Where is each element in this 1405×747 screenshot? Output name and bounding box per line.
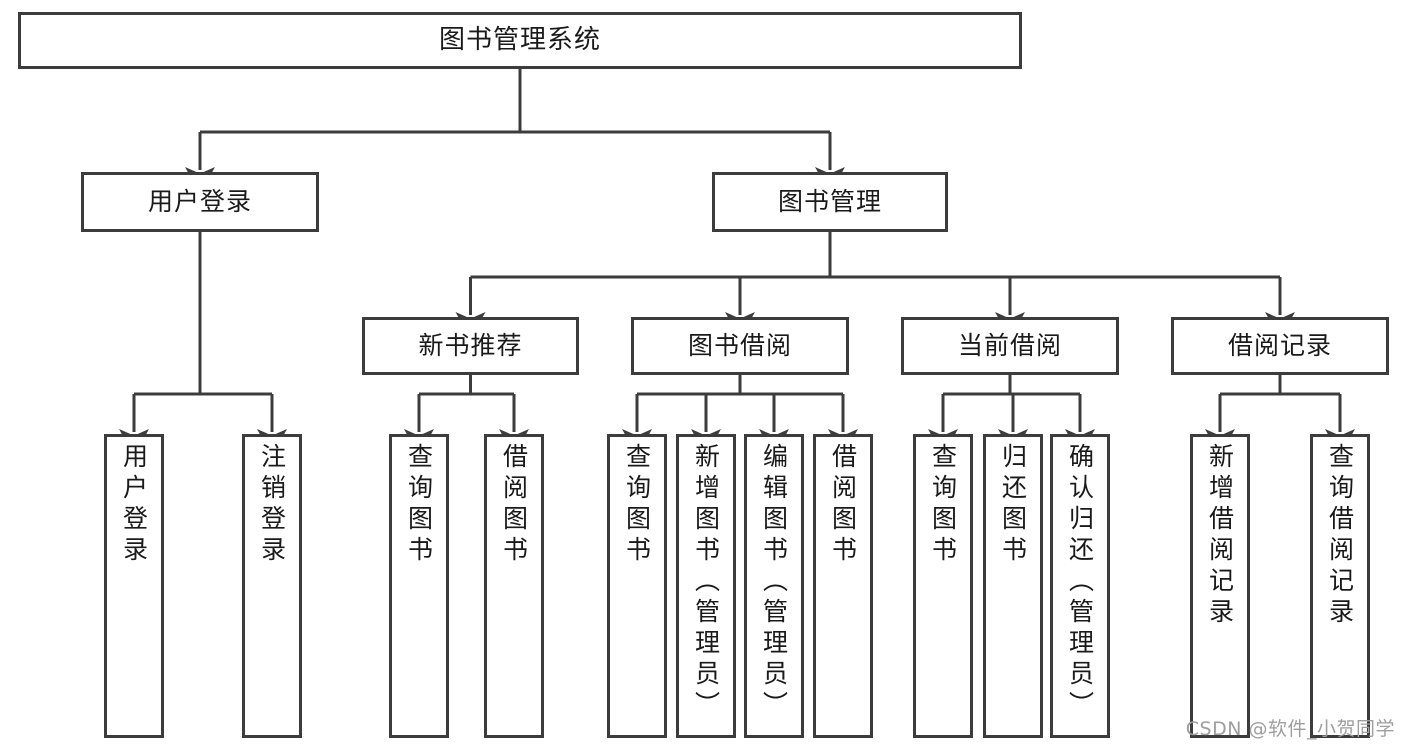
node-leaf_confirm_return[interactable]: 确认归还（管理员） — [1050, 434, 1110, 738]
node-leaf_add_book[interactable]: 新增图书（管理员） — [676, 434, 736, 738]
node-leaf_return_book[interactable]: 归还图书 — [983, 434, 1043, 738]
node-leaf_borrow_book_2[interactable]: 借阅图书 — [813, 434, 873, 738]
node-leaf_user_login[interactable]: 用户登录 — [104, 434, 164, 738]
node-book_manage[interactable]: 图书管理 — [712, 172, 948, 232]
node-label: 当前借阅 — [957, 331, 1062, 361]
node-user_login[interactable]: 用户登录 — [81, 172, 319, 232]
node-leaf_query_book_1[interactable]: 查询图书 — [389, 434, 449, 738]
watermark: CSDN @软件_小贺同学 — [1185, 718, 1395, 740]
node-label: 查询图书 — [622, 443, 652, 567]
node-label: 用户登录 — [147, 187, 252, 217]
node-leaf_edit_book[interactable]: 编辑图书（管理员） — [744, 434, 804, 738]
node-current_borrow[interactable]: 当前借阅 — [901, 317, 1119, 375]
node-label: 新增图书（管理员） — [691, 443, 721, 722]
node-label: 确认归还（管理员） — [1065, 443, 1095, 722]
node-new_book_rec[interactable]: 新书推荐 — [362, 317, 579, 375]
node-label: 借阅图书 — [499, 443, 529, 567]
node-leaf_query_book_2[interactable]: 查询图书 — [607, 434, 667, 738]
node-borrow_record[interactable]: 借阅记录 — [1171, 317, 1389, 375]
node-label: 用户登录 — [119, 443, 149, 567]
node-label: 图书管理 — [777, 187, 882, 217]
node-leaf_user_logout[interactable]: 注销登录 — [242, 434, 302, 738]
node-leaf_query_record[interactable]: 查询借阅记录 — [1310, 434, 1370, 738]
node-label: 查询借阅记录 — [1325, 443, 1355, 629]
node-label: 借阅图书 — [828, 443, 858, 567]
node-label: 归还图书 — [998, 443, 1028, 567]
node-label: 编辑图书（管理员） — [759, 443, 789, 722]
node-label: 新增借阅记录 — [1205, 443, 1235, 629]
node-label: 图书管理系统 — [438, 25, 601, 56]
node-book_borrow[interactable]: 图书借阅 — [631, 317, 849, 375]
node-leaf_add_record[interactable]: 新增借阅记录 — [1190, 434, 1250, 738]
node-root[interactable]: 图书管理系统 — [18, 12, 1022, 69]
node-label: 查询图书 — [928, 443, 958, 567]
node-label: 借阅记录 — [1227, 331, 1332, 361]
node-leaf_query_book_3[interactable]: 查询图书 — [913, 434, 973, 738]
node-leaf_borrow_book_1[interactable]: 借阅图书 — [484, 434, 544, 738]
node-label: 新书推荐 — [418, 331, 523, 361]
node-label: 图书借阅 — [687, 331, 792, 361]
node-label: 查询图书 — [404, 443, 434, 567]
node-label: 注销登录 — [257, 443, 287, 567]
